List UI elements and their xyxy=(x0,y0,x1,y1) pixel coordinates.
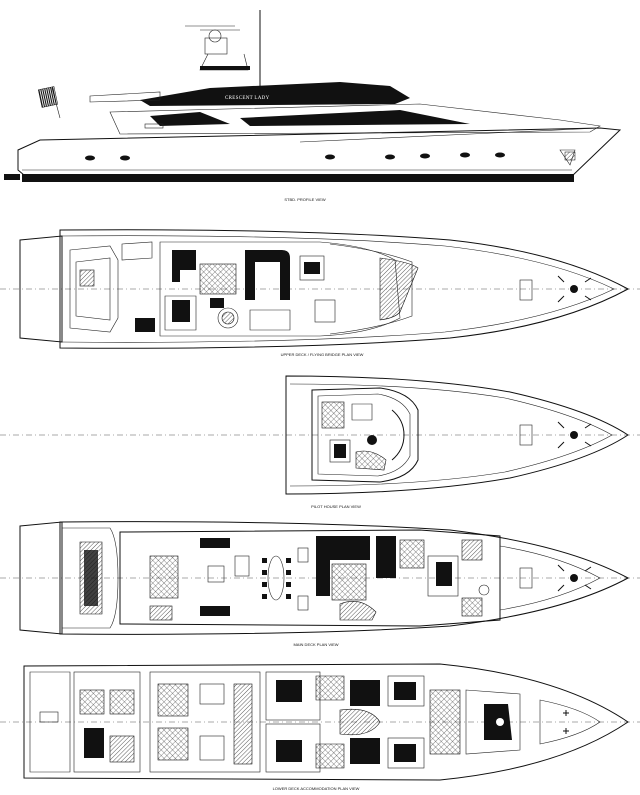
dining-chairs xyxy=(262,558,291,599)
anchor-icon xyxy=(563,710,569,734)
anchor-windlass-icon xyxy=(557,275,592,303)
pilot-house-plan: PILOT HOUSE PLAN VIEW xyxy=(0,375,640,509)
profile-view-caption: STBD. PROFILE VIEW xyxy=(284,197,326,202)
profile-view: CRESCENT LADY STBD. PROFILE VIEW xyxy=(4,10,622,202)
lower-deck-plan: LOWER DECK ACCOMMODATION PLAN VIEW xyxy=(0,663,640,791)
upper-deck-plan: UPPER DECK / FLYING BRIDGE PLAN VIEW xyxy=(0,229,640,357)
lower-deck-caption: LOWER DECK ACCOMMODATION PLAN VIEW xyxy=(273,786,360,791)
main-deck-caption: MAIN DECK PLAN VIEW xyxy=(293,642,338,647)
radar-arch xyxy=(185,25,250,71)
flag-icon xyxy=(38,86,61,119)
main-deck-plan: MAIN DECK PLAN VIEW xyxy=(0,521,640,647)
portholes xyxy=(85,152,505,161)
anchor-windlass-icon xyxy=(557,421,592,449)
yacht-name-label: CRESCENT LADY xyxy=(225,96,270,101)
pilot-house-caption: PILOT HOUSE PLAN VIEW xyxy=(311,504,361,509)
anchor-windlass-icon xyxy=(557,564,592,592)
upper-deck-caption: UPPER DECK / FLYING BRIDGE PLAN VIEW xyxy=(281,352,364,357)
